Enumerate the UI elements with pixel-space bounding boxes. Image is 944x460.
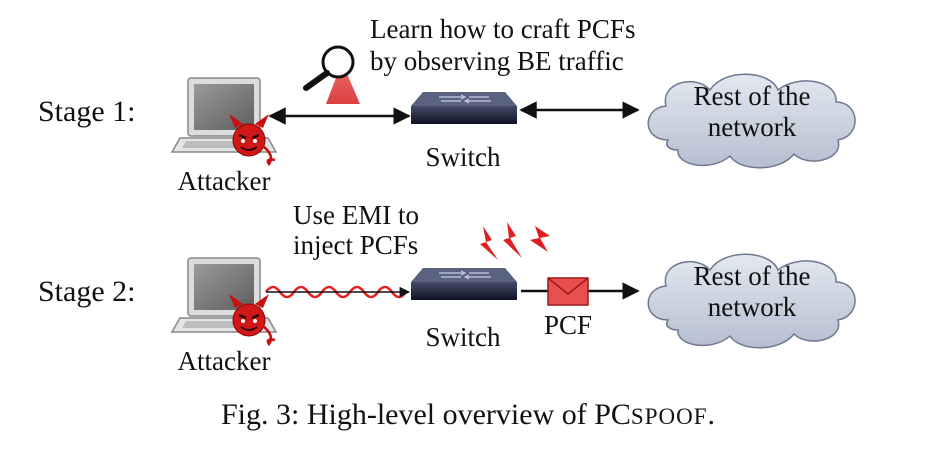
caption-smallcaps: SPOOF bbox=[631, 404, 708, 429]
stage-1: Stage 1: Attacker Learn how to craft PCF… bbox=[38, 14, 856, 196]
stage-2-label: Stage 2: bbox=[38, 275, 136, 308]
attacker-label: Attacker bbox=[178, 166, 271, 196]
stage-2-annotation-line1: Use EMI to bbox=[293, 200, 419, 230]
cloud-label-line1: Rest of the bbox=[694, 261, 811, 291]
switch-label: Switch bbox=[425, 322, 501, 352]
attacker-label: Attacker bbox=[178, 346, 271, 376]
envelope-icon bbox=[547, 277, 589, 306]
cloud-label-line2: network bbox=[708, 112, 797, 142]
stage-2-annotation-line2: inject PCFs bbox=[293, 230, 418, 260]
switch-icon bbox=[410, 91, 518, 125]
magnifier-icon bbox=[303, 45, 360, 104]
stage-1-label: Stage 1: bbox=[38, 95, 136, 128]
caption-suffix: . bbox=[708, 398, 716, 431]
pcf-label: PCF bbox=[544, 310, 592, 340]
cloud-label-line2: network bbox=[708, 292, 797, 322]
figure-caption: Fig. 3: High-level overview of PCSPOOF. bbox=[221, 398, 715, 431]
switch-icon bbox=[410, 267, 518, 301]
caption-prefix: Fig. 3: High-level overview of PC bbox=[221, 398, 631, 431]
cloud-label-line1: Rest of the bbox=[694, 81, 811, 111]
stage-1-annotation-line1: Learn how to craft PCFs bbox=[370, 14, 635, 44]
stage-1-annotation-line2: by observing BE traffic bbox=[370, 46, 624, 76]
lightning-icon bbox=[480, 222, 550, 260]
switch-label: Switch bbox=[425, 142, 501, 172]
stage-2: Stage 2: Attacker Use EMI to inject PCFs… bbox=[38, 200, 856, 376]
